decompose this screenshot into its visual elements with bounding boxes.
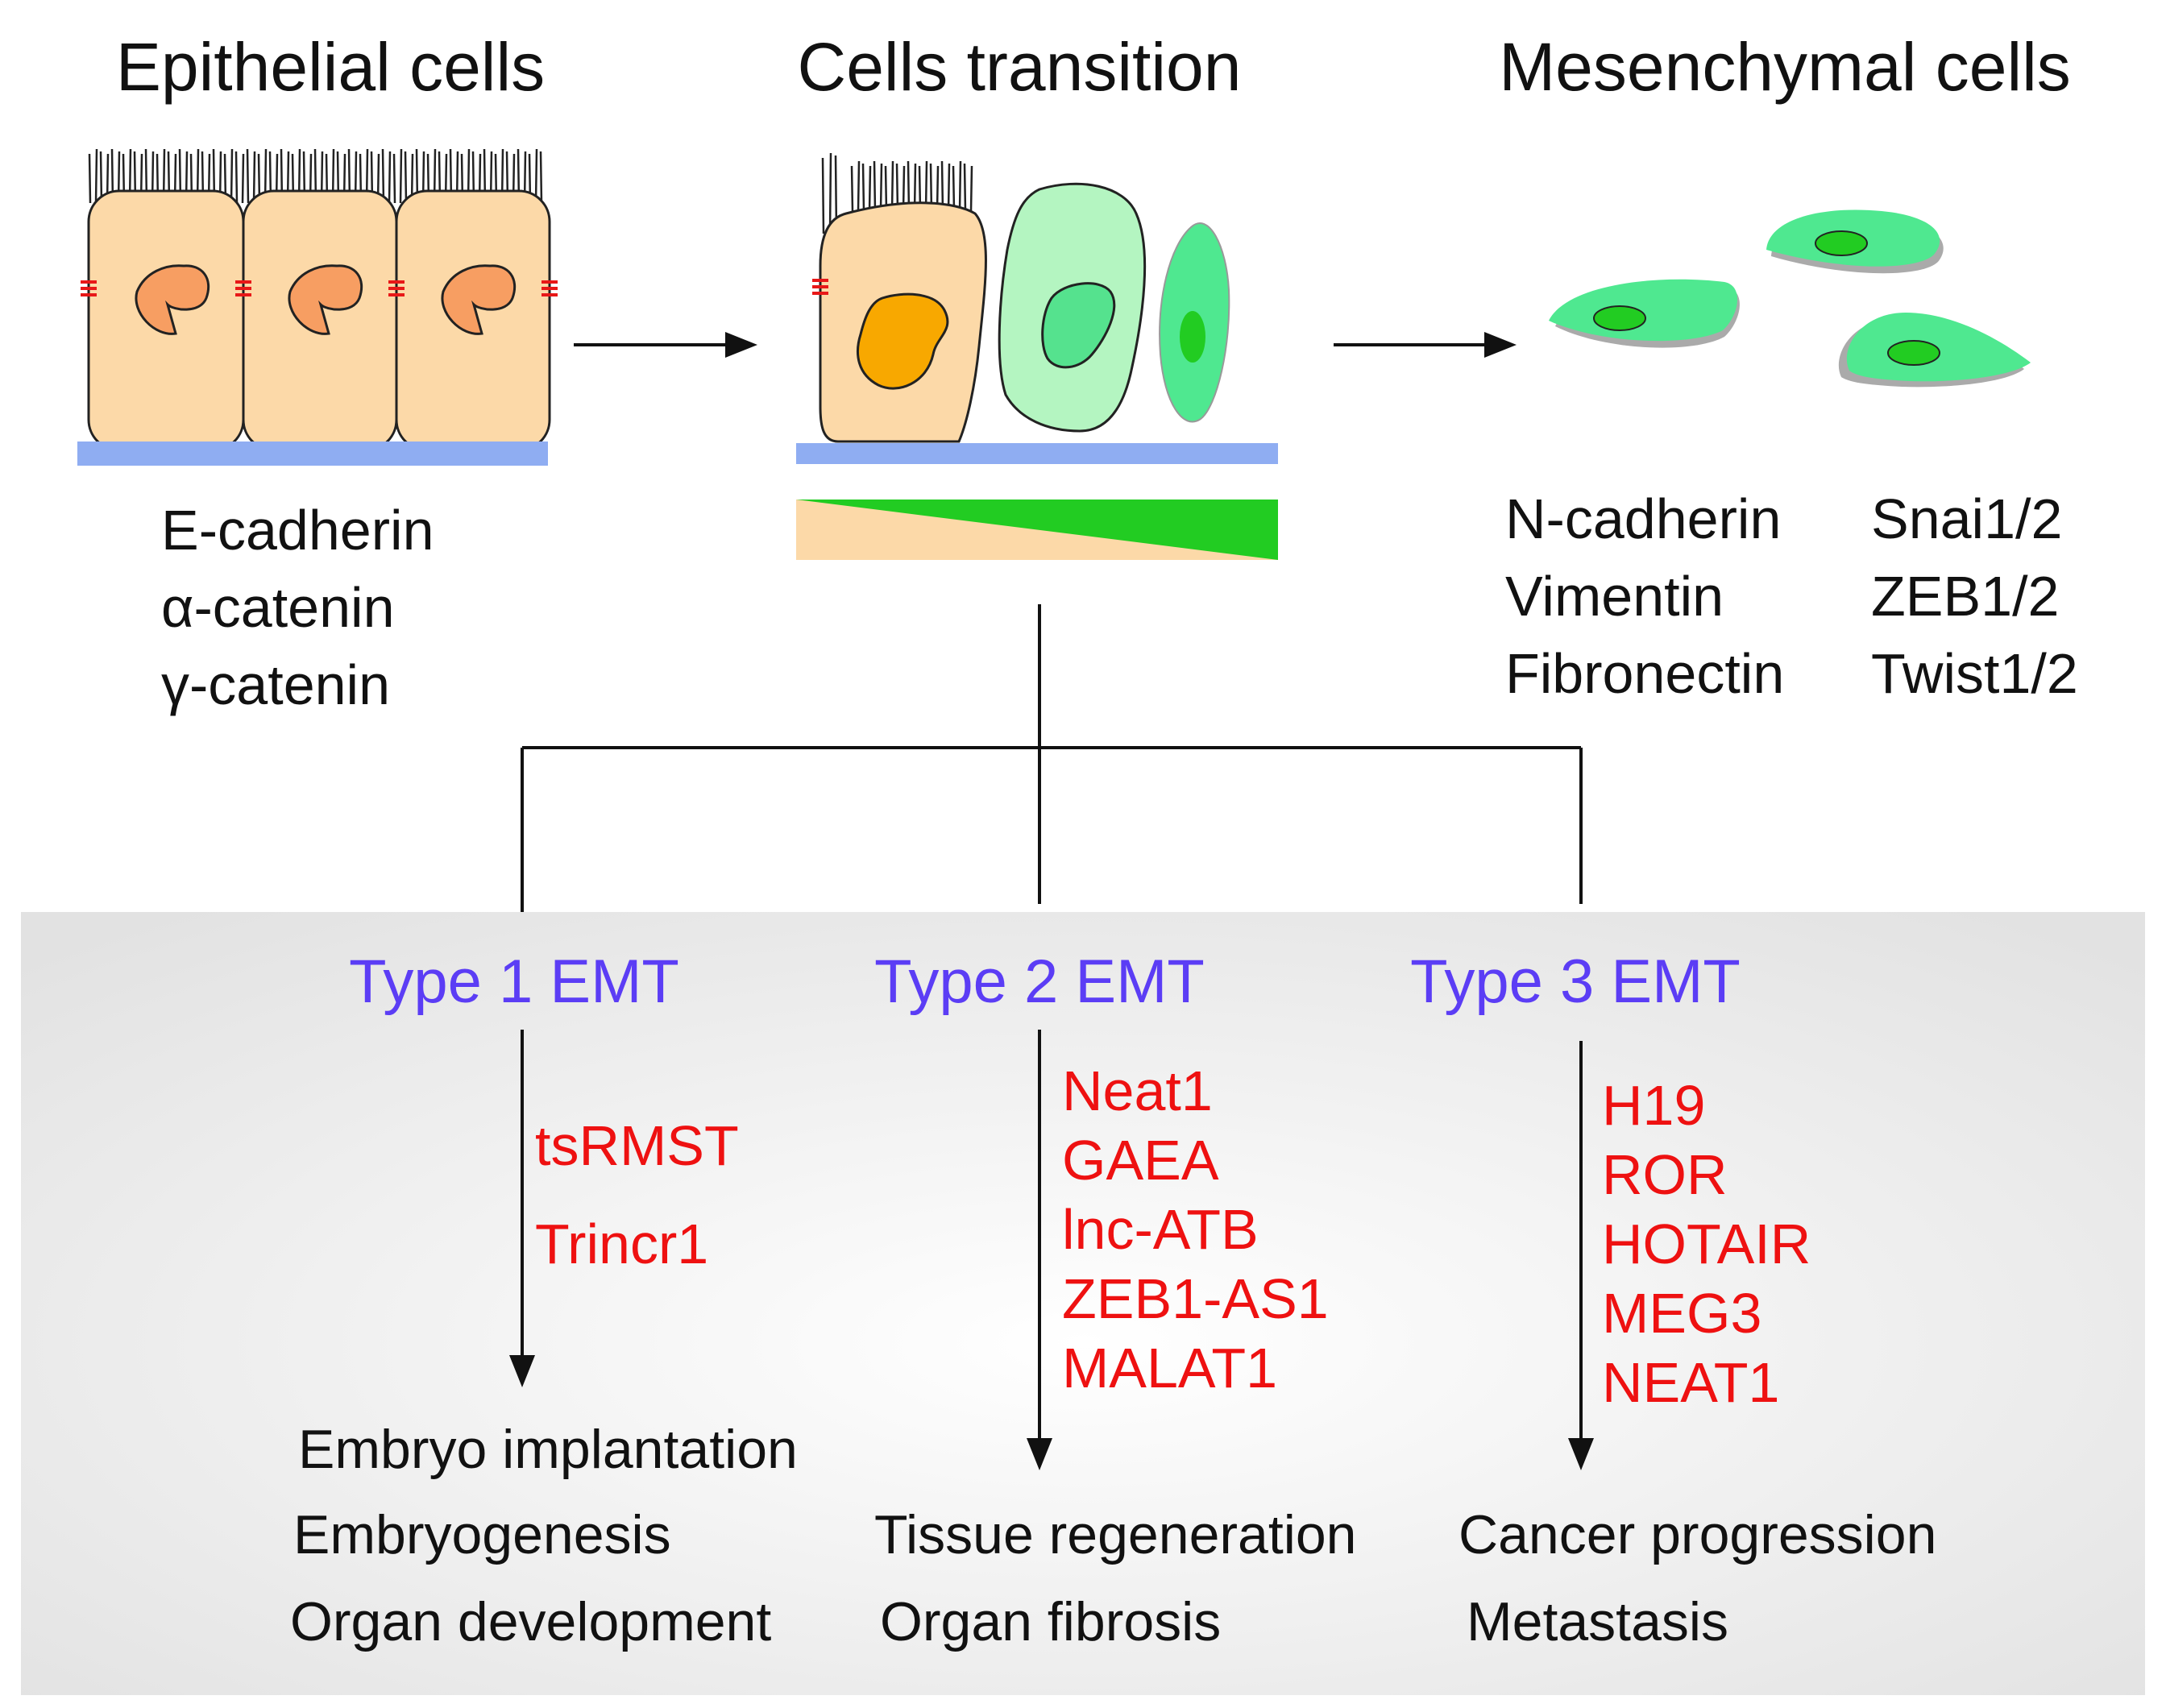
mesenchymal-cell (1549, 279, 1740, 348)
mesenchymal-marker: N-cadherin (1505, 487, 1781, 550)
emt-type-title: Type 3 EMT (1410, 947, 1741, 1016)
emt-types-panel (21, 912, 2145, 1695)
transcription-factor: Snai1/2 (1871, 487, 2062, 550)
lncrna-label: H19 (1602, 1074, 1705, 1137)
outcome-label: Metastasis (1467, 1591, 1728, 1652)
branch-connector (521, 604, 1583, 912)
transition-cell-group (796, 152, 1278, 560)
lncrna-label: Trincr1 (535, 1213, 708, 1275)
heading-mesenchymal-cells: Mesenchymal cells (1499, 29, 2071, 105)
type-arrow (509, 1030, 535, 1387)
arrow-epithelial-to-transition (574, 332, 757, 358)
outcome-label: Embryo implantation (298, 1419, 798, 1480)
transcription-factor: ZEB1/2 (1871, 565, 2059, 628)
lncrna-label: GAEA (1062, 1129, 1219, 1192)
epithelial-nucleus (288, 264, 363, 335)
epithelial-cell-group (77, 148, 558, 466)
lncrna-label: MALAT1 (1062, 1337, 1277, 1399)
outcome-label: Organ development (290, 1591, 771, 1652)
outcome-label: Cancer progression (1459, 1504, 1936, 1565)
epithelial-nucleus (441, 264, 517, 335)
mesenchymal-nucleus (1180, 311, 1205, 363)
basement-membrane (796, 443, 1278, 464)
outcome-label: Embryogenesis (293, 1504, 671, 1565)
emt-type-title: Type 1 EMT (349, 947, 679, 1016)
outcome-label: Tissue regeneration (874, 1504, 1357, 1565)
lncrna-label: ZEB1-AS1 (1062, 1267, 1329, 1330)
transcription-factor: Twist1/2 (1871, 642, 2078, 705)
mesenchymal-cell (1766, 209, 1944, 274)
lncrna-label: NEAT1 (1602, 1351, 1779, 1414)
epithelial-marker: γ-catenin (161, 653, 390, 716)
outcome-label: Organ fibrosis (880, 1591, 1221, 1652)
cell-junction-marks (812, 279, 828, 295)
marker-gradient-wedge-green (796, 500, 1278, 560)
mesenchymal-cell (1838, 313, 2031, 388)
lncrna-label: tsRMST (535, 1114, 739, 1177)
lncrna-label: HOTAIR (1602, 1213, 1811, 1275)
mesenchymal-cell-group (1549, 209, 2031, 388)
heading-cells-transition: Cells transition (798, 29, 1242, 105)
epithelial-nucleus (135, 264, 210, 335)
lncrna-label: ROR (1602, 1143, 1728, 1206)
epithelial-marker: E-cadherin (161, 499, 434, 562)
cell-junction-marks (81, 280, 558, 296)
type-arrow (1027, 1030, 1052, 1470)
lncrna-label: lnc-ATB (1062, 1198, 1259, 1261)
mesenchymal-marker: Fibronectin (1505, 642, 1784, 705)
heading-epithelial-cells: Epithelial cells (116, 29, 545, 105)
arrow-transition-to-mesenchymal (1334, 332, 1517, 358)
emt-type-title: Type 2 EMT (874, 947, 1205, 1016)
basement-membrane (77, 442, 548, 466)
intermediate-nucleus (1041, 282, 1116, 369)
transition-nucleus (857, 292, 949, 390)
type-arrow (1568, 1041, 1594, 1470)
epithelial-marker: α-catenin (161, 576, 395, 639)
lncrna-label: MEG3 (1602, 1282, 1761, 1345)
mesenchymal-marker: Vimentin (1505, 565, 1724, 628)
lncrna-label: Neat1 (1062, 1059, 1213, 1122)
